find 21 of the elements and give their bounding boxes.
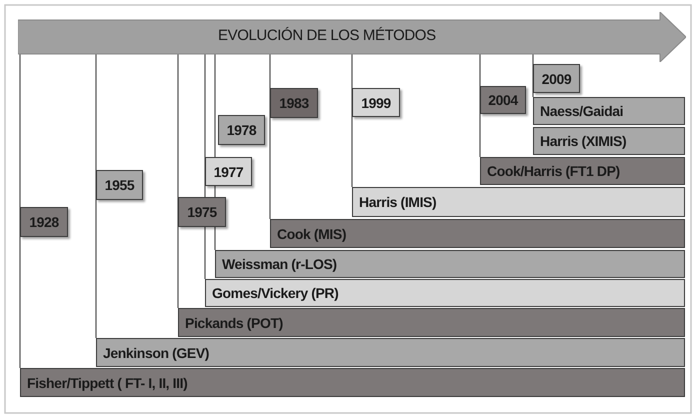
year-box: 1955 <box>96 170 143 200</box>
year-box: 2004 <box>480 86 526 114</box>
method-bar: Cook/Harris (FT1 DP) <box>480 157 685 185</box>
year-box: 1999 <box>352 88 400 117</box>
year-box: 1928 <box>20 207 68 237</box>
timeline-title: EVOLUCIÓN DE LOS MÉTODOS <box>218 27 436 44</box>
method-bar: Gomes/Vickery (PR) <box>205 279 685 307</box>
year-box: 2009 <box>533 64 580 93</box>
method-bar: Cook (MIS) <box>270 219 685 248</box>
method-bar: Fisher/Tippett ( FT- I, II, III) <box>20 368 685 397</box>
method-bar: Harris (IMIS) <box>352 187 685 217</box>
method-bar: Harris (XIMIS) <box>533 127 685 155</box>
year-box: 1977 <box>205 157 252 186</box>
timeline-arrow <box>18 12 686 62</box>
method-bar: Naess/Gaidai <box>533 97 685 125</box>
year-box: 1978 <box>218 115 265 145</box>
year-box: 1975 <box>178 197 226 227</box>
method-bar: Pickands (POT) <box>178 308 685 337</box>
method-bar: Jenkinson (GEV) <box>96 338 685 367</box>
year-box: 1983 <box>270 88 318 118</box>
method-bar: Weissman (r-LOS) <box>215 250 685 278</box>
